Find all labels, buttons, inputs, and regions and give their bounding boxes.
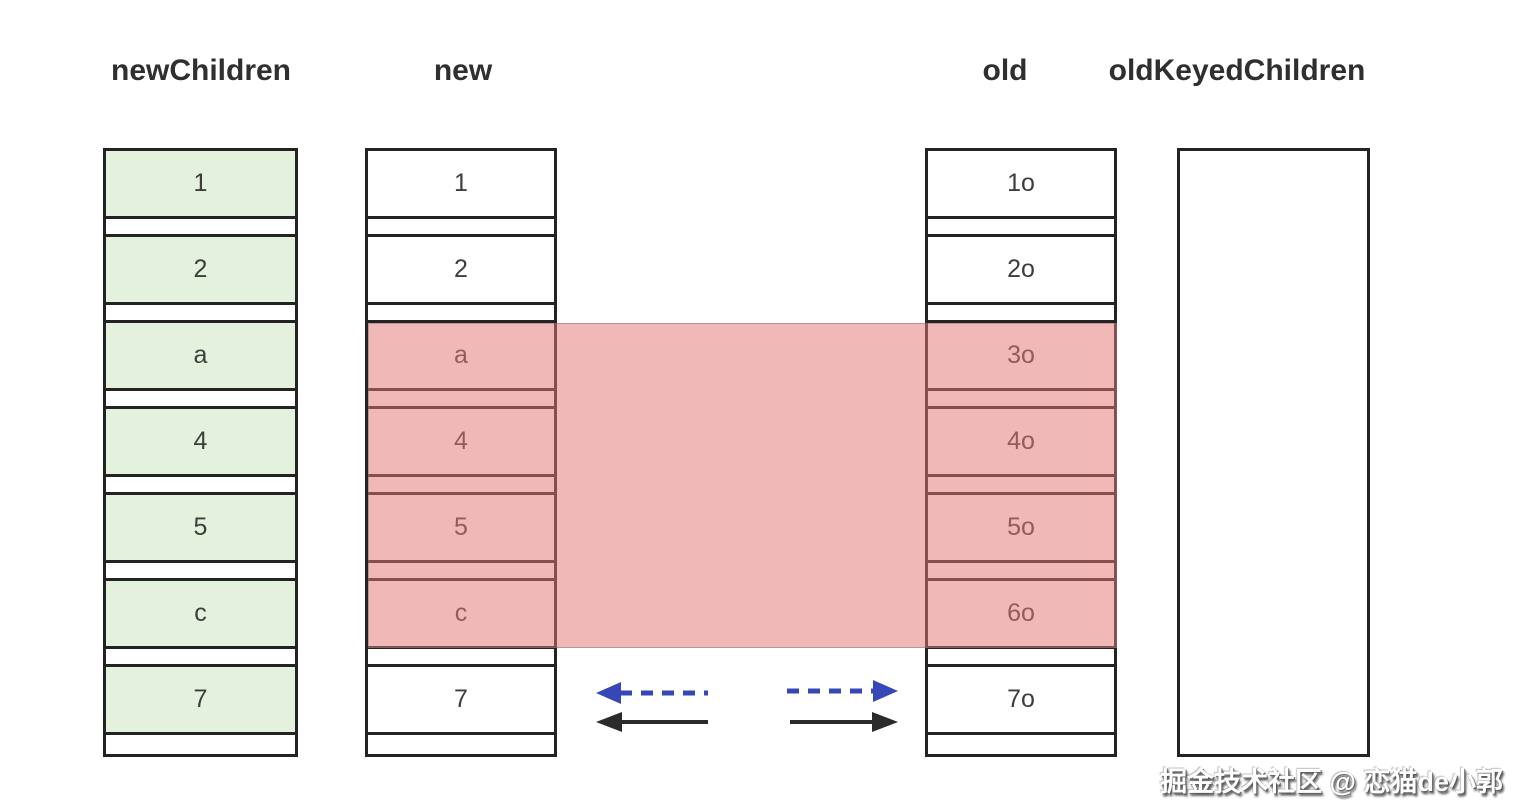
cell: 2 [103,234,298,305]
dashed-arrow-right-icon [787,680,898,702]
cell: a [103,320,298,391]
old-column-title: old [982,54,1028,87]
cell: 2o [925,234,1117,305]
newchildren-column: 1 2 a 4 5 c 7 [103,148,298,757]
matched-range-highlight [368,323,1117,648]
cell: 7o [925,664,1117,735]
cell: 7 [365,664,557,735]
new-column-title: new [433,54,493,87]
solid-arrow-left-icon [596,712,708,732]
watermark-text: 掘金技术社区 @ 恋猫de小郭 [1160,767,1503,797]
cell: 1o [925,148,1117,219]
newchildren-column-title: newChildren [110,54,292,87]
cell: 1 [103,148,298,219]
cell: 1 [365,148,557,219]
oldkeyedchildren-column [1177,148,1370,757]
solid-arrow-right-icon [790,712,898,732]
dashed-arrow-left-icon [596,682,708,704]
cell: 5 [103,492,298,563]
cell: 2 [365,234,557,305]
cell: 4 [103,406,298,477]
diff-direction-arrows [596,680,898,732]
cell: 7 [103,664,298,735]
cell: c [103,578,298,649]
oldkeyedchildren-column-title: oldKeyedChildren [1108,54,1366,87]
